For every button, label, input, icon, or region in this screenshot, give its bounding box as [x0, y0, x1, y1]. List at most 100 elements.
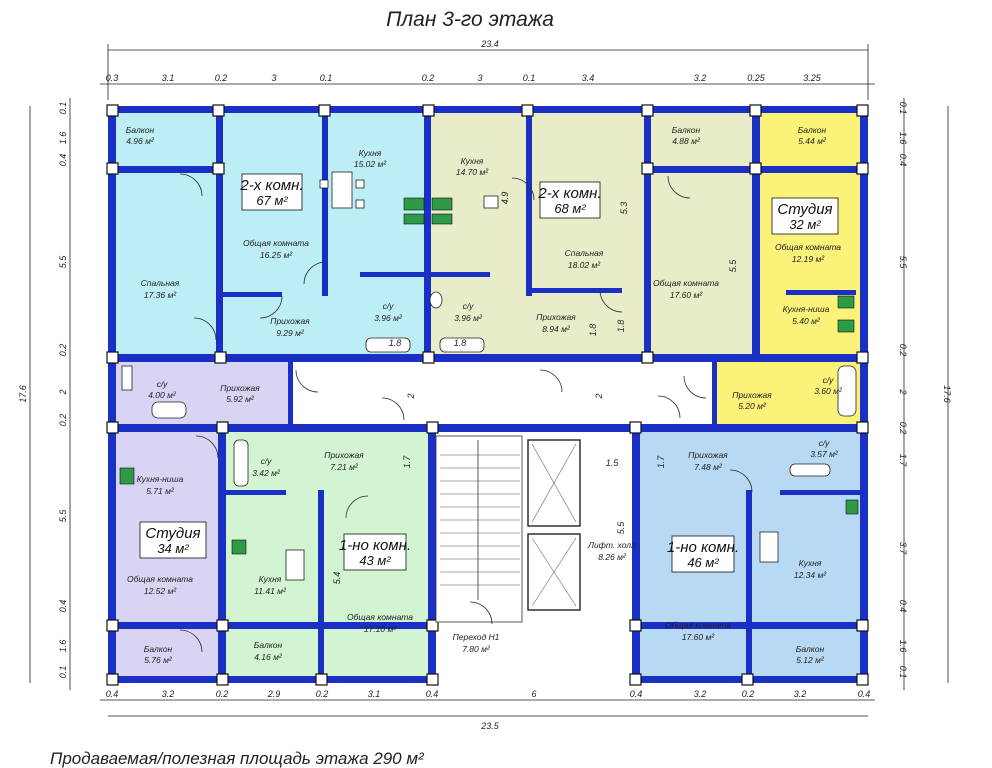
dim-label: 0.1: [58, 102, 68, 115]
pillar: [106, 162, 119, 175]
dim-label: 3.1: [368, 689, 381, 699]
dim-label: 5.3: [619, 202, 629, 215]
dim-label: 0.2: [58, 414, 68, 427]
wall-outer-bottom-left: [108, 676, 434, 683]
room-label: Общая комната: [347, 612, 413, 622]
room-label: Общая комната: [775, 242, 841, 252]
wall-v5: [644, 106, 651, 362]
room-label: с/у: [261, 456, 273, 466]
corridor: [288, 362, 716, 424]
room-area: 4.00 м²: [148, 390, 177, 400]
wall-v9: [428, 424, 436, 683]
dim-label: 2: [406, 393, 416, 399]
apt-name: 1-но комн.: [339, 537, 411, 554]
dim-label: 0.2: [58, 344, 68, 357]
kitchen-unit: [837, 319, 855, 333]
room-fill-spalnaya-1: [116, 112, 216, 354]
plan-title: План 3-го этажа: [386, 8, 554, 31]
pillar: [106, 104, 119, 117]
pillar: [216, 421, 229, 434]
dim-label: 2.9: [267, 689, 281, 699]
dim-label: 0.1: [58, 666, 68, 679]
pillar: [106, 421, 119, 434]
pillar: [856, 619, 869, 632]
dim-label: 0.2: [898, 422, 908, 435]
dim-label: 1.8: [454, 338, 467, 348]
room-label: Кухня-ниша: [783, 304, 830, 314]
pillar: [856, 351, 869, 364]
dim-label: 5.5: [58, 509, 68, 523]
dim-label: 0.2: [742, 689, 755, 699]
room-area: 5.20 м²: [738, 401, 767, 411]
apt-box: [671, 535, 735, 573]
pillar: [426, 673, 439, 686]
dim-label: 1.7: [898, 454, 908, 468]
room-label: Прихожая: [732, 390, 772, 400]
dim-label: 1.8: [389, 338, 402, 348]
dim-label: 0.4: [426, 689, 439, 699]
room-area: 14.70 м²: [456, 167, 489, 177]
dining-table: [483, 195, 499, 209]
kitchen-unit: [431, 213, 453, 225]
wall-v10: [632, 424, 640, 683]
room-label: Прихожая: [688, 450, 728, 460]
room-label: Балкон: [672, 125, 701, 135]
wall-p7: [288, 362, 293, 424]
dim-label: 1.8: [616, 320, 626, 333]
room-area: 12.34 м²: [794, 570, 827, 580]
dim-label: 0.1: [898, 102, 908, 115]
room-label: Балкон: [144, 644, 173, 654]
pillar: [106, 619, 119, 632]
apartment-labels: 2-х комн. 67 м² 2-х комн. 68 м² Студия 3…: [139, 173, 839, 573]
room-area: 7.48 м²: [694, 462, 723, 472]
apt-box: [241, 173, 303, 211]
room-fill-studio34-hall: [116, 362, 288, 424]
room-area: 5.71 м²: [146, 486, 175, 496]
dim-label: 1.6: [898, 132, 908, 145]
room-label: Спальная: [565, 248, 604, 258]
bathtub: [365, 337, 411, 353]
pillar: [216, 673, 229, 686]
wall-p5: [780, 490, 860, 495]
toilet: [429, 291, 443, 309]
wall-v7: [218, 424, 226, 683]
room-area: 3.57 м²: [810, 449, 839, 459]
apt-area: 68 м²: [554, 201, 586, 216]
dining-table: [331, 171, 353, 209]
room-label: Переход Н1: [453, 632, 500, 642]
room-area: 4.16 м²: [254, 652, 283, 662]
dim-label: 0.4: [898, 600, 908, 613]
room-area: 8.26 м²: [598, 552, 627, 562]
room-area: 16.25 м²: [260, 250, 293, 260]
chair: [319, 179, 329, 189]
dim-label: 5.5: [58, 255, 68, 269]
apt-area: 46 м²: [687, 555, 719, 570]
room-label: Спальная: [141, 278, 180, 288]
kitchen-unit: [231, 539, 247, 555]
room-label: Балкон: [126, 125, 155, 135]
room-fill-studio32-hall: [716, 362, 860, 424]
dim-label: 1.6: [898, 640, 908, 653]
dimensions: 23.4 0.3 3.1 0.2 3 0.1 0.2 3 0.1 3.4 3.2…: [18, 39, 952, 731]
room-area: 4.88 м²: [672, 136, 701, 146]
pillar: [315, 673, 328, 686]
room-label: с/у: [383, 301, 395, 311]
bathtub: [233, 439, 249, 487]
room-label: Общая комната: [127, 574, 193, 584]
pillar: [856, 421, 869, 434]
room-fill-apt2: [428, 112, 648, 354]
room-label: Лифт. холл: [587, 540, 636, 550]
dim-label: 0.4: [630, 689, 643, 699]
bathtub: [151, 401, 187, 419]
dim-label: 5.5: [898, 256, 908, 270]
dim-label: 0.1: [320, 73, 333, 83]
dim-label: 1.7: [402, 455, 412, 469]
pillar: [521, 104, 534, 117]
pillar: [212, 162, 225, 175]
wall-p1: [222, 292, 282, 297]
dim-label: 0.4: [58, 154, 68, 167]
dim-label: 4.9: [500, 192, 510, 205]
pillar: [216, 619, 229, 632]
pillar: [641, 104, 654, 117]
wall-v4: [526, 106, 532, 296]
